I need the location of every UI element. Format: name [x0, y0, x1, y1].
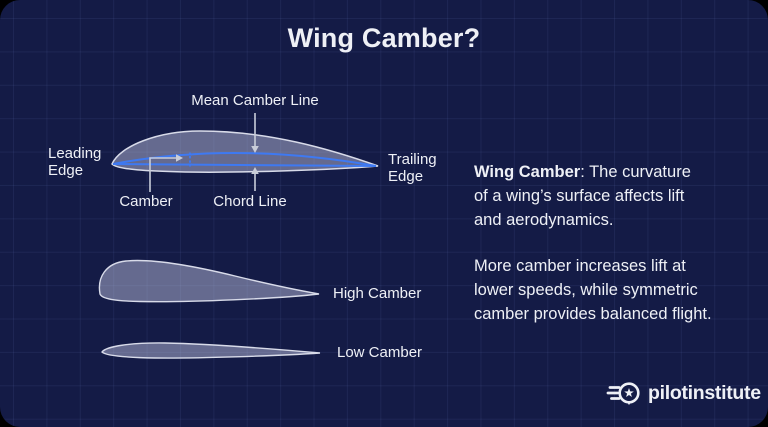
description-term: Wing Camber — [474, 163, 581, 181]
camber-arrow — [149, 154, 183, 192]
label-leading-edge: Leading Edge — [48, 145, 102, 179]
low-camber-airfoil — [101, 342, 321, 359]
high-camber-airfoil — [98, 259, 320, 303]
pilotinstitute-logo: pilotinstitute — [606, 379, 761, 408]
description-text: Wing Camber: The curvature of a wing’s s… — [474, 160, 754, 326]
camber-distance-indicator — [187, 151, 193, 168]
label-high-camber: High Camber — [333, 285, 422, 302]
description-line: of a wing’s surface affects lift — [474, 187, 685, 205]
winged-star-badge-icon — [606, 382, 640, 405]
label-mean-camber-line: Mean Camber Line — [191, 92, 319, 109]
mean-camber-arrow — [251, 113, 259, 153]
description-line: Wing Camber: The curvature — [474, 160, 754, 184]
description-line: camber provides balanced flight. — [474, 305, 712, 323]
mean-camber-line — [112, 151, 377, 167]
page-title: Wing Camber? — [287, 23, 481, 53]
airfoil-outline — [111, 130, 379, 173]
label-chord-line: Chord Line — [213, 193, 287, 210]
chord-line — [112, 163, 377, 167]
label-trailing-edge: Trailing Edge — [388, 151, 437, 185]
description-line: More camber increases lift at — [474, 257, 686, 275]
label-camber: Camber — [119, 193, 173, 210]
chord-line-arrow — [251, 167, 259, 191]
paragraph-gap — [474, 232, 754, 254]
description-line: and aerodynamics. — [474, 211, 614, 229]
description-line1-rest: : The curvature — [580, 163, 691, 181]
label-low-camber: Low Camber — [337, 344, 423, 361]
main-airfoil — [111, 113, 379, 192]
description-line: lower speeds, while symmetric — [474, 281, 698, 299]
logo-wordmark: pilotinstitute — [648, 382, 761, 404]
